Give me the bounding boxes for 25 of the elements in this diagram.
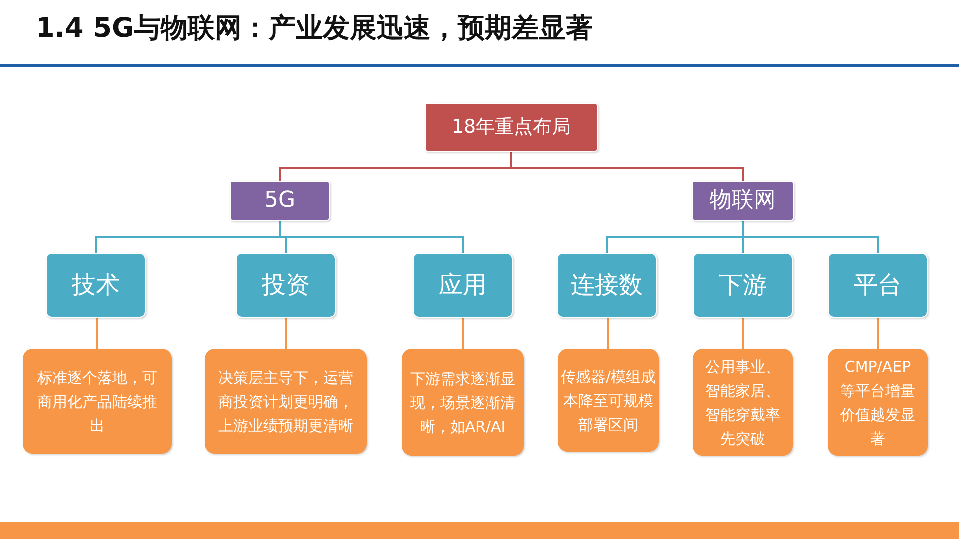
topic-box: 技术 <box>46 253 146 318</box>
connector-line <box>510 152 744 181</box>
connector-line <box>285 318 287 349</box>
connector-line <box>742 221 879 253</box>
connector-line <box>608 318 610 349</box>
category-box: 5G <box>230 181 330 221</box>
topic-box: 投资 <box>236 253 336 318</box>
topic-box: 平台 <box>828 253 928 318</box>
detail-box: CMP/AEP等平台增量价值越发显著 <box>828 349 928 456</box>
slide-title: 1.4 5G与物联网：产业发展迅速，预期差显著 <box>36 12 594 46</box>
detail-box: 下游需求逐渐显现，场景逐渐清晰，如AR/AI <box>402 349 524 456</box>
category-box: 物联网 <box>692 181 794 221</box>
root-box: 18年重点布局 <box>425 103 598 152</box>
connector-line <box>877 318 879 349</box>
topic-box: 下游 <box>693 253 793 318</box>
detail-box: 决策层主导下，运营商投资计划更明确，上游业绩预期更清晰 <box>205 349 367 454</box>
connector-line <box>742 318 744 349</box>
detail-box: 传感器/模组成本降至可规模部署区间 <box>558 349 659 452</box>
connector-line <box>279 221 464 253</box>
detail-box: 公用事业、智能家居、智能穿戴率先突破 <box>693 349 793 456</box>
connector-line <box>96 318 98 349</box>
topic-box: 应用 <box>413 253 513 318</box>
topic-box: 连接数 <box>557 253 657 318</box>
detail-box: 标准逐个落地，可商用化产品陆续推出 <box>23 349 172 454</box>
connector-line <box>462 318 464 349</box>
